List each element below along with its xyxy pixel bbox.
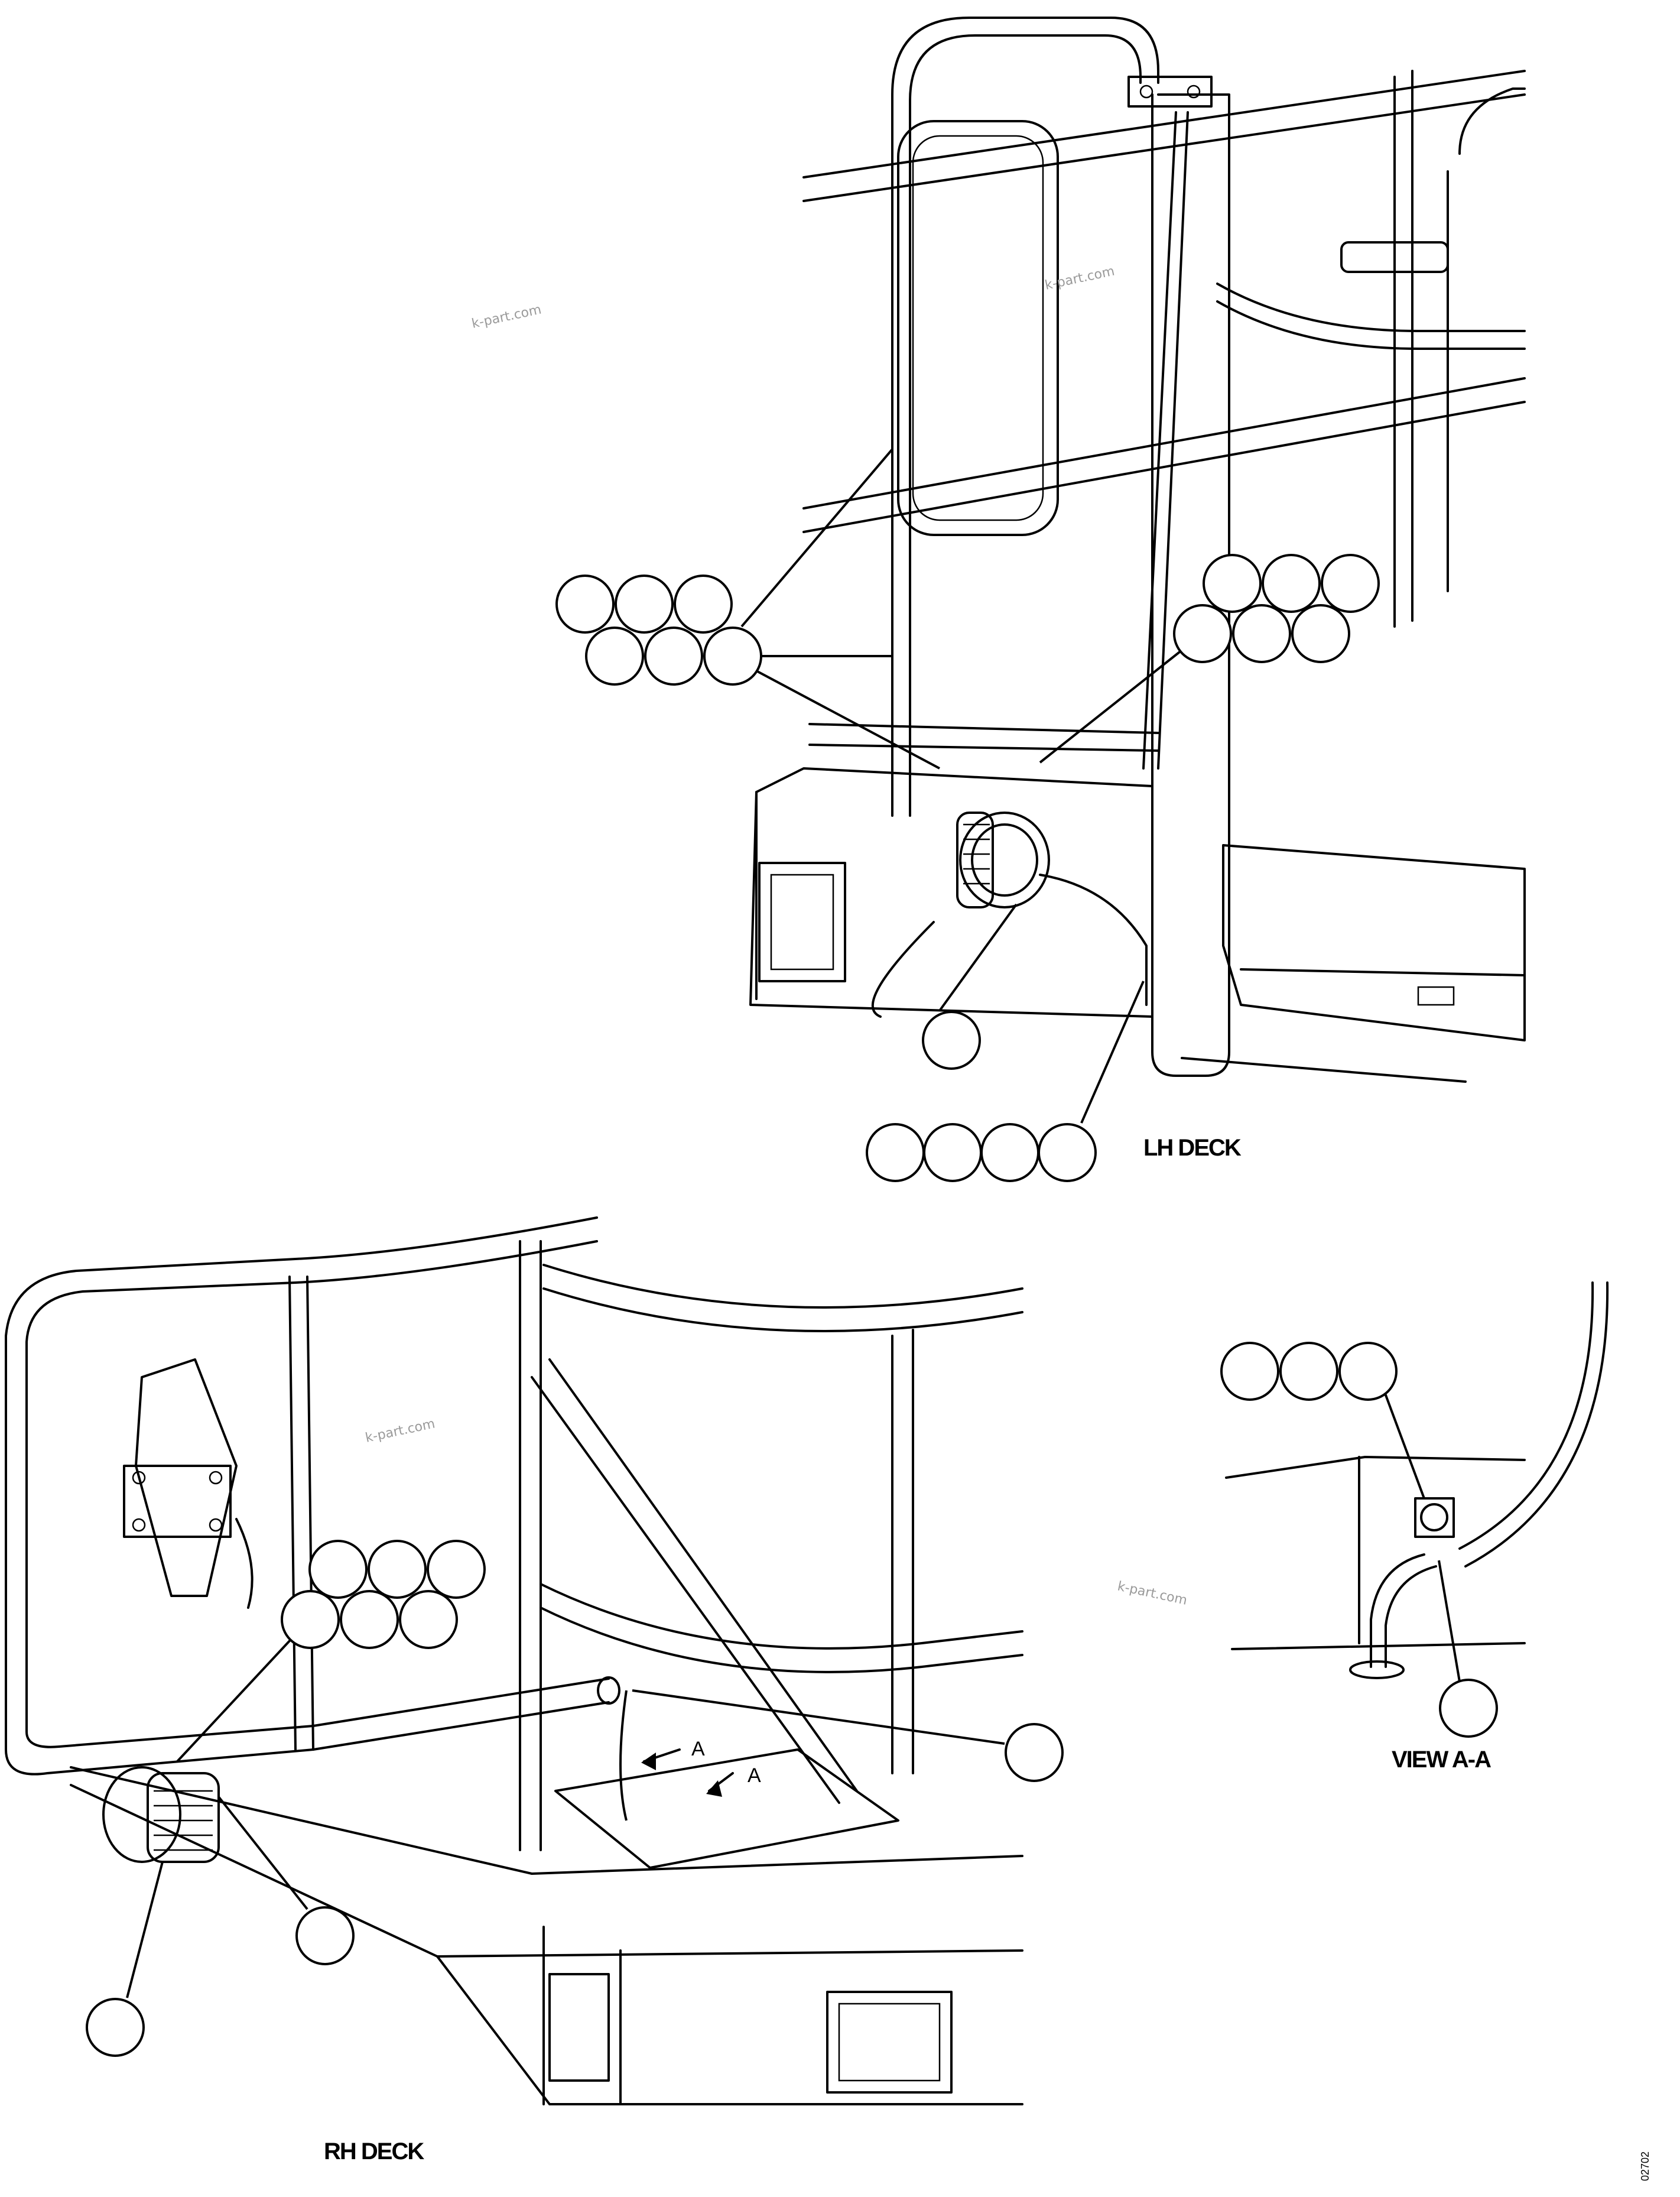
lh-callout-bubble — [980, 1123, 1039, 1182]
rh-callout-bubble — [1005, 1723, 1064, 1782]
lh-cross-rail — [1216, 283, 1526, 332]
figure-code: 02702 — [1639, 2151, 1651, 2181]
lh-callout-bubble — [1038, 1123, 1097, 1182]
lh-deck-label: LH DECK — [1143, 1135, 1242, 1161]
lh-leader-3 — [756, 670, 940, 770]
lh-callout-bubble — [703, 627, 762, 686]
watermark: k-part.com — [470, 303, 542, 332]
rh-leader-2 — [632, 1689, 1005, 1745]
lh-callout-bubble — [923, 1123, 982, 1182]
lh-floodlight — [956, 812, 1050, 908]
rh-deck-label: RH DECK — [324, 2138, 424, 2164]
lh-callout-bubble — [1262, 554, 1321, 613]
lh-gate-rail — [891, 17, 1159, 817]
rh-deck-box-window-2 — [826, 1991, 953, 2094]
rh-top-handrail — [5, 1216, 598, 1776]
rh-deck-illustration: A A RH DECK — [5, 1216, 1064, 2164]
view-aa-illustration: VIEW A-A — [1220, 1281, 1609, 1773]
lh-deck-box — [749, 767, 1153, 1018]
lh-callout-bubble — [674, 575, 733, 634]
rh-leader-3 — [217, 1796, 308, 1910]
rh-post-1 — [519, 1240, 542, 1851]
view-aa-hole — [1349, 1660, 1405, 1679]
lh-deck-illustration: LH DECK — [555, 17, 1526, 1182]
watermark: k-part.com — [1044, 264, 1116, 293]
lh-callout-bubble — [1291, 604, 1350, 663]
rh-post-3 — [288, 1276, 314, 1751]
lh-callout-bubble — [922, 1011, 981, 1070]
rh-callout-bubble — [368, 1540, 427, 1599]
lh-mirror — [897, 120, 1059, 536]
rh-deck-box — [436, 1926, 1023, 2105]
watermark: k-part.com — [364, 1417, 436, 1446]
rh-pipe — [312, 1677, 610, 1751]
section-marker-a-1: A — [691, 1738, 705, 1760]
view-aa-label: VIEW A-A — [1392, 1747, 1491, 1773]
view-aa-callout-bubble — [1220, 1342, 1279, 1401]
lh-back-rail-top — [802, 70, 1526, 179]
rh-leader-1 — [176, 1630, 300, 1763]
view-aa-leader-2 — [1438, 1560, 1461, 1682]
rh-leader-4 — [126, 1861, 164, 1998]
rh-callout-bubble — [86, 1998, 145, 2057]
lh-leader-5 — [938, 903, 1018, 1012]
rh-callout-bubble — [281, 1590, 340, 1649]
lh-diagonal-brace — [1157, 111, 1189, 770]
view-aa-callout-bubble — [1338, 1342, 1398, 1401]
rh-deck-box-window-1 — [548, 1973, 610, 2082]
view-aa-cable — [1458, 1281, 1594, 1550]
view-aa-panel — [1225, 1456, 1526, 1479]
lh-leader-1 — [740, 448, 893, 628]
lh-right-frame — [1393, 70, 1413, 628]
rh-cover-plate — [554, 1748, 899, 1869]
lh-leader-4 — [1039, 649, 1183, 764]
view-aa-fitting — [1414, 1497, 1455, 1538]
view-aa-hose — [1370, 1553, 1437, 1668]
lh-top-clamp — [1127, 76, 1213, 108]
lh-callout-bubble — [1321, 554, 1380, 613]
lh-cable — [1039, 874, 1148, 1006]
rh-rear-rail — [542, 1264, 1023, 1332]
lh-callout-bubble — [585, 627, 644, 686]
rh-callout-bubble — [295, 1906, 355, 1965]
lh-callout-bubble — [1173, 604, 1232, 663]
lh-callout-bubble — [555, 575, 615, 634]
rh-diagonal-brace — [531, 1358, 858, 1804]
view-aa-callout-bubble — [1439, 1679, 1498, 1738]
rh-callout-bubble — [427, 1540, 486, 1599]
section-marker-a-2: A — [748, 1764, 761, 1787]
lh-deck-extension — [1222, 844, 1526, 1041]
lh-deck-rail — [808, 723, 1159, 752]
lh-deck-box-window — [758, 862, 846, 982]
lh-callout-bubble — [644, 627, 703, 686]
lh-latch — [1340, 241, 1449, 273]
lh-mirror-glass — [912, 135, 1044, 521]
watermark: k-part.com — [1116, 1579, 1188, 1608]
rh-callout-bubble — [308, 1540, 368, 1599]
lh-callout-bubble — [866, 1123, 925, 1182]
lh-callout-bubble — [1232, 604, 1291, 663]
lh-callout-bubble — [1203, 554, 1262, 613]
lh-back-rail-mid — [802, 377, 1526, 510]
view-aa-callout-bubble — [1279, 1342, 1338, 1401]
lh-callout-bubble — [615, 575, 674, 634]
rh-floodlight — [102, 1766, 220, 1863]
rh-light-mount — [123, 1358, 254, 1609]
lh-gate-rail-inner — [909, 34, 1142, 817]
rh-mid-rail — [540, 1583, 1023, 1673]
lh-leader-6 — [1080, 981, 1145, 1124]
rh-post-2 — [891, 1329, 914, 1774]
rh-callout-bubble — [340, 1590, 399, 1649]
rh-callout-bubble — [399, 1590, 458, 1649]
lh-deck-post — [1151, 93, 1230, 1077]
